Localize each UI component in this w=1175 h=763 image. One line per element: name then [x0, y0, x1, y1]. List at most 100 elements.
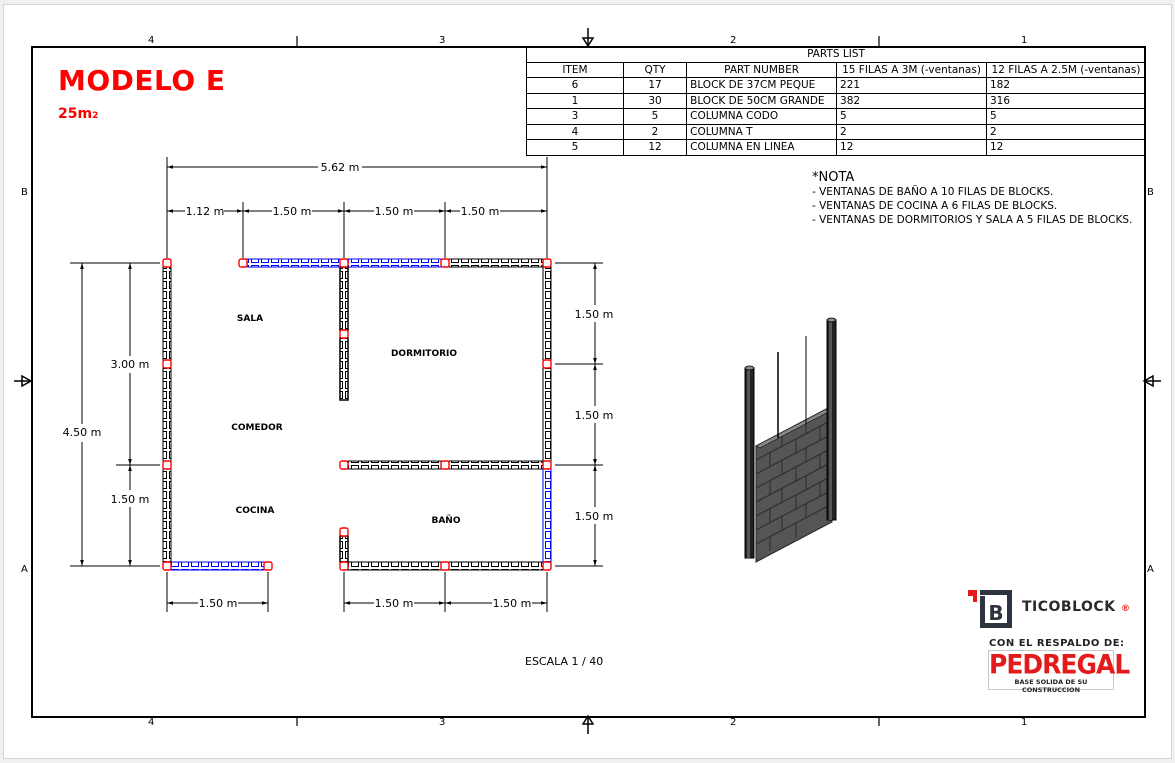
- zone-bottom-4: 4: [148, 717, 155, 728]
- area-unit: 2: [92, 111, 99, 121]
- wall-top-window-2: [347, 258, 442, 268]
- column: [440, 561, 450, 571]
- center-marker-left: [14, 374, 33, 388]
- column: [440, 460, 450, 470]
- zone-top-4: 4: [148, 35, 155, 46]
- extension-lines: [70, 157, 603, 612]
- wall-bath-stub: [339, 535, 349, 563]
- column: [339, 460, 349, 470]
- area-value: 25m: [58, 106, 93, 122]
- room-cocina: COCINA: [236, 506, 275, 516]
- ticoblock-logo-icon: B: [968, 590, 1012, 628]
- model-area: 25m2: [58, 106, 98, 122]
- model-title: MODELO E: [58, 64, 226, 97]
- dim-top-seg4: 1.50 m: [461, 205, 500, 218]
- column: [339, 561, 349, 571]
- brand-name: TICOBLOCK ®: [1022, 599, 1130, 615]
- cell-part: BLOCK DE 50CM GRANDE: [686, 92, 838, 109]
- cell-qty: 12: [622, 139, 688, 156]
- dim-top-seg3: 1.50 m: [375, 205, 414, 218]
- note-line: - VENTANAS DE DORMITORIOS Y SALA A 5 FIL…: [812, 214, 1133, 226]
- scale-label: ESCALA 1 / 40: [525, 655, 604, 668]
- wall-left-3: [162, 468, 172, 563]
- wall-left-2: [162, 367, 172, 462]
- column: [542, 561, 552, 571]
- column: [339, 258, 349, 268]
- notes-title: *NOTA: [812, 170, 855, 185]
- wall-top-block: [448, 258, 544, 268]
- wall-mid-2: [448, 460, 544, 470]
- zone-top-2: 2: [730, 35, 737, 46]
- center-marker-right: [1142, 374, 1161, 388]
- zone-left-a: A: [21, 564, 28, 575]
- wall-bottom-1: [347, 561, 442, 571]
- dim-bottom-right: 1.50 m: [493, 597, 532, 610]
- dim-right-seg3: 1.50 m: [575, 510, 614, 523]
- column: [542, 359, 552, 369]
- isometric-wall-illustration: [744, 317, 837, 563]
- zone-bottom-3: 3: [439, 717, 446, 728]
- dim-right-seg2: 1.50 m: [575, 409, 614, 422]
- dimension-labels: 5.62 m 1.12 m 1.50 m 1.50 m 1.50 m 4.50 …: [63, 161, 614, 610]
- dim-left-lower: 1.50 m: [111, 493, 150, 506]
- wall-top-window-1: [246, 258, 341, 268]
- column: [238, 258, 248, 268]
- zone-bottom-2: 2: [730, 717, 737, 728]
- room-labels: SALA DORMITORIO COMEDOR COCINA BAÑO: [231, 314, 461, 526]
- zone-right-a: A: [1147, 564, 1154, 575]
- room-bano: BAÑO: [431, 515, 460, 526]
- column: [162, 258, 172, 268]
- zone-right-b: B: [1147, 187, 1154, 198]
- svg-text:B: B: [988, 601, 1003, 625]
- dim-top-seg2: 1.50 m: [273, 205, 312, 218]
- wall-interior-lower: [339, 337, 349, 401]
- zone-top-3: 3: [439, 35, 446, 46]
- center-marker-top: [581, 28, 595, 48]
- wall-right-bath-window: [542, 468, 552, 563]
- parts-list-table: PARTS LIST ITEM QTY PART NUMBER 15 FILAS…: [526, 46, 1147, 156]
- table-row: 4 2 COLUMNA T 2 2: [526, 123, 1147, 140]
- table-row: 1 30 BLOCK DE 50CM GRANDE 382 316: [526, 92, 1147, 109]
- cell-part: COLUMNA CODO: [686, 108, 838, 125]
- partner-name: PEDREGAL: [989, 649, 1130, 680]
- wall-right-1: [542, 266, 552, 361]
- dim-right-seg1: 1.50 m: [575, 308, 614, 321]
- dim-left-total: 4.50 m: [63, 426, 102, 439]
- dim-left-upper: 3.00 m: [111, 358, 150, 371]
- wall-left-1: [162, 266, 172, 361]
- notes-block: *NOTA - VENTANAS DE BAÑO A 10 FILAS DE B…: [812, 171, 1132, 227]
- zone-top-1: 1: [1021, 35, 1028, 46]
- cell-f12: 12: [985, 139, 1147, 156]
- pedregal-logo: PEDREGAL BASE SOLIDA DE SU CONSTRUCCION: [988, 649, 1130, 694]
- zone-ticks: [296, 36, 880, 726]
- room-sala: SALA: [237, 314, 263, 324]
- wall-right-2: [542, 367, 552, 462]
- column: [162, 359, 172, 369]
- column: [339, 527, 349, 537]
- cell-part: COLUMNA EN LINEA: [686, 139, 838, 156]
- column: [440, 258, 450, 268]
- dim-bottom-mid: 1.50 m: [375, 597, 414, 610]
- zone-bottom-1: 1: [1021, 717, 1028, 728]
- wall-mid-1: [347, 460, 442, 470]
- column: [339, 329, 349, 339]
- dim-top-seg1: 1.12 m: [186, 205, 225, 218]
- table-row: 5 12 COLUMNA EN LINEA 12 12: [526, 139, 1147, 156]
- table-row: 3 5 COLUMNA CODO 5 5: [526, 108, 1147, 125]
- zone-left-b: B: [21, 187, 28, 198]
- header-15-filas: 15 FILAS A 3M (-ventanas): [836, 61, 987, 78]
- walls: [162, 258, 552, 571]
- columns: [162, 258, 552, 571]
- registered-mark: ®: [1120, 604, 1131, 614]
- wall-interior-upper: [339, 266, 349, 331]
- dimension-lines: [80, 165, 597, 605]
- brand-name-text: TICOBLOCK: [1022, 599, 1116, 615]
- respaldo-label: CON EL RESPALDO DE:: [989, 638, 1125, 649]
- room-dormitorio: DORMITORIO: [391, 349, 457, 359]
- partner-tagline: BASE SOLIDA DE SU CONSTRUCCION: [1014, 678, 1088, 694]
- dim-bottom-left: 1.50 m: [199, 597, 238, 610]
- dim-total-width: 5.62 m: [321, 161, 360, 174]
- column: [542, 460, 552, 470]
- column: [263, 561, 273, 571]
